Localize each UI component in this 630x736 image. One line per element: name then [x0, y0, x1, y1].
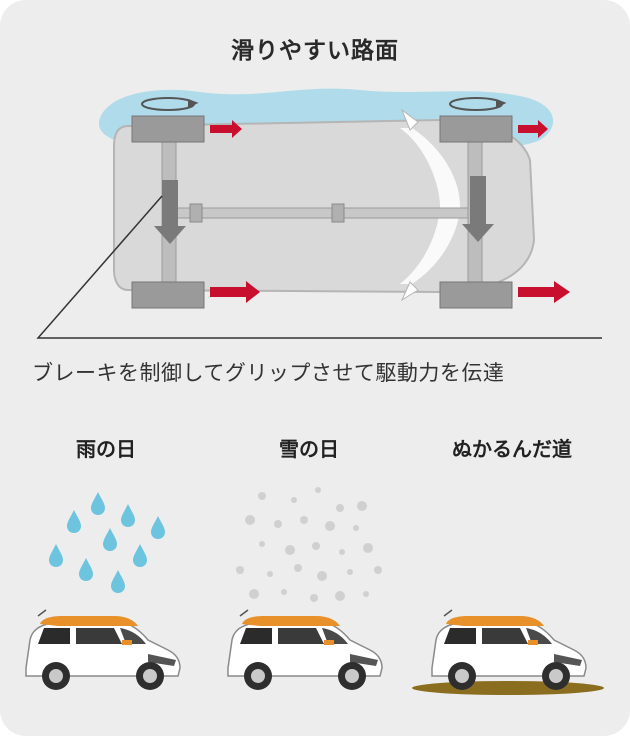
spin-indicator-rear — [141, 97, 199, 111]
drive-shaft — [175, 207, 469, 219]
raindrops — [49, 492, 165, 593]
snowflakes — [236, 487, 382, 602]
car-rain — [25, 609, 181, 691]
car-snow — [227, 609, 383, 691]
condition-label-mud: ぬかるんだ道 — [452, 437, 572, 461]
brake-arrow-front — [462, 176, 494, 242]
condition-label-snow: 雪の日 — [279, 437, 339, 461]
callout-line — [36, 195, 602, 339]
wheel-front-right — [439, 281, 513, 309]
condition-label-rain: 雨の日 — [76, 437, 136, 461]
car-mud — [431, 609, 587, 691]
caption-text: ブレーキを制御してグリップさせて駆動力を伝達 — [32, 361, 505, 385]
wheel-front-left — [439, 115, 513, 143]
chassis-diagram — [36, 88, 602, 339]
windshield — [400, 128, 460, 284]
wheel-rear-right — [131, 281, 205, 309]
spin-indicator-front — [449, 97, 507, 111]
drive-force-arrows — [210, 120, 570, 303]
wheel-rear-left — [131, 115, 205, 143]
page-title: 滑りやすい路面 — [231, 38, 399, 64]
mud-puddle — [412, 681, 604, 695]
side-mirrors — [400, 108, 419, 302]
